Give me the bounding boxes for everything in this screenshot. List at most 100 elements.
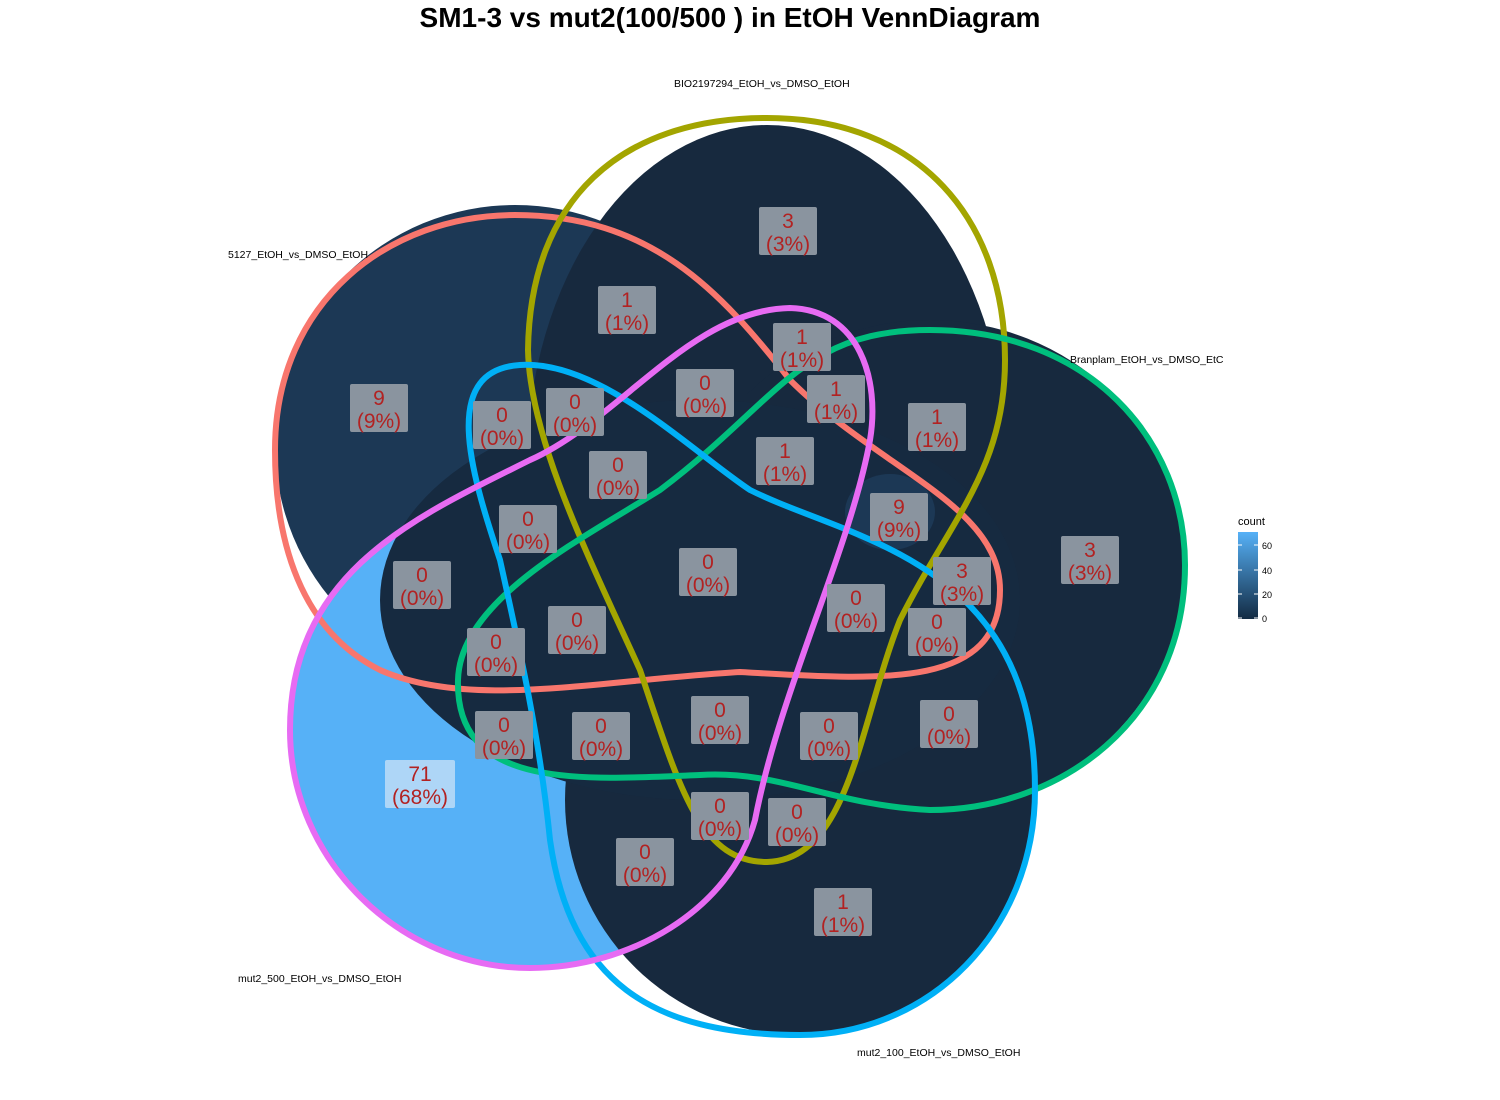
region-percent: (1%) [763, 463, 807, 486]
region-label: 9(9%) [870, 493, 928, 542]
region-label: 0(0%) [475, 711, 533, 760]
region-count: 0 [639, 841, 651, 864]
region-label: 0(0%) [908, 608, 966, 657]
region-label: 71(68%) [385, 760, 455, 809]
region-count: 1 [830, 378, 842, 401]
region-count: 1 [796, 326, 808, 349]
region-labels: 3(3%)1(1%)1(1%)9(9%)0(0%)0(0%)0(0%)1(1%)… [350, 207, 1119, 937]
region-percent: (3%) [940, 583, 984, 606]
region-label: 3(3%) [1061, 536, 1119, 585]
region-count: 0 [595, 715, 607, 738]
region-count: 0 [571, 609, 583, 632]
legend-tick-label: 40 [1262, 566, 1272, 576]
region-label: 0(0%) [827, 584, 885, 633]
region-count: 3 [956, 560, 968, 583]
region-count: 0 [699, 372, 711, 395]
region-percent: (0%) [506, 531, 550, 554]
region-percent: (0%) [596, 477, 640, 500]
region-label: 0(0%) [768, 798, 826, 847]
region-count: 0 [490, 631, 502, 654]
region-percent: (1%) [814, 401, 858, 424]
region-count: 3 [782, 210, 794, 233]
region-percent: (1%) [915, 429, 959, 452]
region-percent: (3%) [766, 233, 810, 256]
region-count: 0 [496, 404, 508, 427]
region-label: 1(1%) [756, 437, 814, 486]
region-percent: (0%) [400, 587, 444, 610]
region-count: 0 [823, 715, 835, 738]
region-count: 9 [373, 387, 385, 410]
region-label: 0(0%) [691, 696, 749, 745]
region-percent: (9%) [357, 410, 401, 433]
legend-tick-label: 0 [1262, 614, 1267, 624]
region-label: 0(0%) [393, 561, 451, 610]
legend-tick-label: 60 [1262, 541, 1272, 551]
region-label: 0(0%) [691, 792, 749, 841]
region-label: 0(0%) [499, 505, 557, 554]
region-count: 0 [498, 714, 510, 737]
region-label-box [920, 700, 978, 748]
region-percent: (0%) [698, 818, 742, 841]
legend-title: count [1238, 516, 1265, 528]
region-count: 0 [791, 801, 803, 824]
region-label-box [908, 608, 966, 656]
region-count: 0 [850, 587, 862, 610]
region-percent: (0%) [553, 414, 597, 437]
region-label-box [933, 557, 991, 605]
region-count: 0 [714, 699, 726, 722]
region-label-box [773, 323, 831, 371]
region-percent: (3%) [1068, 562, 1112, 585]
region-label-box [548, 606, 606, 654]
region-count: 1 [837, 891, 849, 914]
set-label-mut2-500: mut2_500_EtOH_vs_DMSO_EtOH [238, 973, 401, 985]
region-label: 0(0%) [546, 388, 604, 437]
region-label: 0(0%) [616, 838, 674, 887]
region-label-box [473, 401, 531, 449]
region-percent: (0%) [775, 824, 819, 847]
region-count: 71 [408, 763, 431, 786]
region-label: 0(0%) [920, 700, 978, 749]
region-percent: (0%) [927, 726, 971, 749]
region-label: 0(0%) [467, 628, 525, 677]
region-count: 0 [612, 454, 624, 477]
region-percent: (0%) [555, 632, 599, 655]
outline-mut2-100 [465, 361, 1039, 1039]
region-label-box [691, 792, 749, 840]
region-label-box [807, 375, 865, 423]
region-label-box [759, 207, 817, 255]
region-label: 3(3%) [759, 207, 817, 256]
region-label-box [467, 628, 525, 676]
region-label-box [499, 505, 557, 553]
region-label-box [475, 711, 533, 759]
region-label-box [589, 451, 647, 499]
region-label-box [756, 437, 814, 485]
region-label-box [827, 584, 885, 632]
region-count: 0 [522, 508, 534, 531]
region-label: 0(0%) [572, 712, 630, 761]
region-label-box [814, 888, 872, 936]
region-label: 1(1%) [773, 323, 831, 372]
region-percent: (68%) [392, 786, 448, 809]
outline-mut2-500 [286, 304, 876, 972]
region-percent: (0%) [480, 427, 524, 450]
region-label-box [676, 369, 734, 417]
region-count: 3 [1084, 539, 1096, 562]
region-label-box [1061, 536, 1119, 584]
region-label-box [800, 712, 858, 760]
region-label-box [572, 712, 630, 760]
region-label: 1(1%) [814, 888, 872, 937]
region-percent: (0%) [807, 738, 851, 761]
region-label-box [546, 388, 604, 436]
region-label-box [691, 696, 749, 744]
set-label-5127: 5127_EtOH_vs_DMSO_EtOH [228, 249, 368, 261]
region-label-box [598, 286, 656, 334]
region-label-box [679, 548, 737, 596]
region-label: 0(0%) [800, 712, 858, 761]
region-label: 0(0%) [548, 606, 606, 655]
region-percent: (0%) [834, 610, 878, 633]
outline-bio [524, 114, 1009, 866]
region-percent: (0%) [683, 395, 727, 418]
set-labels: 5127_EtOH_vs_DMSO_EtOH BIO2197294_EtOH_v… [228, 78, 1224, 1059]
set-label-mut2-100: mut2_100_EtOH_vs_DMSO_EtOH [857, 1047, 1020, 1059]
